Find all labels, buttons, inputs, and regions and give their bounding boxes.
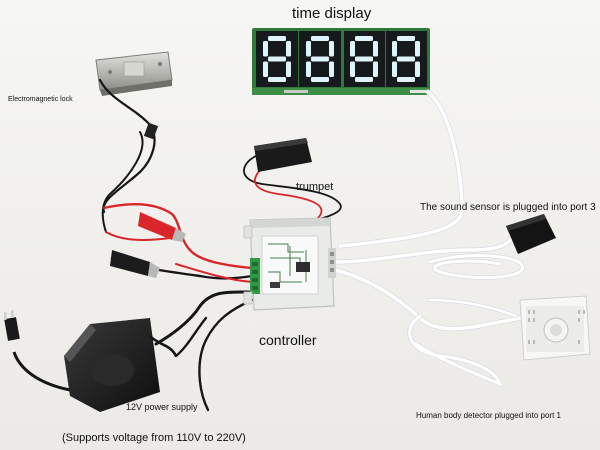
power-wires: [98, 78, 342, 412]
time-display-board: [252, 28, 430, 95]
display-header: [284, 90, 308, 93]
white-cables: [331, 89, 525, 389]
digit-4-segment-f: [392, 41, 397, 57]
label-voltage-note: (Supports voltage from 110V to 220V): [62, 432, 246, 444]
digit-2-segment-c: [329, 61, 334, 77]
digit-3-segment-g: [355, 56, 373, 62]
digit-1-segment-f: [263, 41, 268, 57]
digit-3-segment-e: [350, 61, 355, 77]
digit-2-segment-f: [306, 41, 311, 57]
digit-2-segment-a: [311, 36, 329, 41]
digit-3-segment-f: [350, 41, 355, 57]
digit-4-segment-b: [415, 41, 420, 57]
alligator-clip-red: [138, 212, 186, 242]
digit-1-segment-a: [268, 36, 286, 41]
digit-2-segment-e: [306, 61, 311, 77]
digit-segments: [263, 36, 420, 82]
label-electromagnetic-lock: Electromagnetic lock: [8, 96, 73, 103]
digit-1-segment-b: [286, 41, 291, 57]
label-time-display: time display: [292, 5, 372, 22]
trumpet-speaker: [254, 138, 312, 172]
display-connector: [410, 90, 426, 93]
digit-4-segment-a: [397, 36, 415, 41]
digit-1-segment-c: [286, 61, 291, 77]
digit-2-segment-g: [311, 56, 329, 62]
digit-3-segment-a: [355, 36, 373, 41]
label-human-detector: Human body detector plugged into port 1: [416, 411, 561, 420]
electromagnetic-lock: [95, 51, 173, 96]
label-sound-sensor: The sound sensor is plugged into port 3: [420, 202, 596, 213]
alligator-clip-black: [110, 250, 160, 278]
controller-box: [243, 217, 336, 311]
power-supply-adapter: [4, 310, 178, 412]
human-body-detector: [519, 295, 591, 361]
digit-1-segment-e: [263, 61, 268, 77]
digit-1-segment-d: [268, 77, 286, 82]
sound-sensor: [506, 214, 556, 254]
digit-4-segment-d: [397, 77, 415, 82]
digit-3-segment-b: [373, 41, 378, 57]
digit-3-segment-c: [373, 61, 378, 77]
display-pcb-edge: [252, 88, 430, 95]
digit-4-segment-c: [415, 61, 420, 77]
digit-1-segment-g: [268, 56, 286, 62]
digit-2-segment-d: [311, 77, 329, 82]
digit-3-segment-d: [355, 77, 373, 82]
label-power-supply: 12V power supply: [126, 402, 198, 412]
digit-2-segment-b: [329, 41, 334, 57]
label-controller: controller: [259, 332, 317, 348]
digit-4-segment-g: [397, 56, 415, 62]
digit-4-segment-e: [392, 61, 397, 77]
label-trumpet: trumpet: [296, 181, 334, 193]
